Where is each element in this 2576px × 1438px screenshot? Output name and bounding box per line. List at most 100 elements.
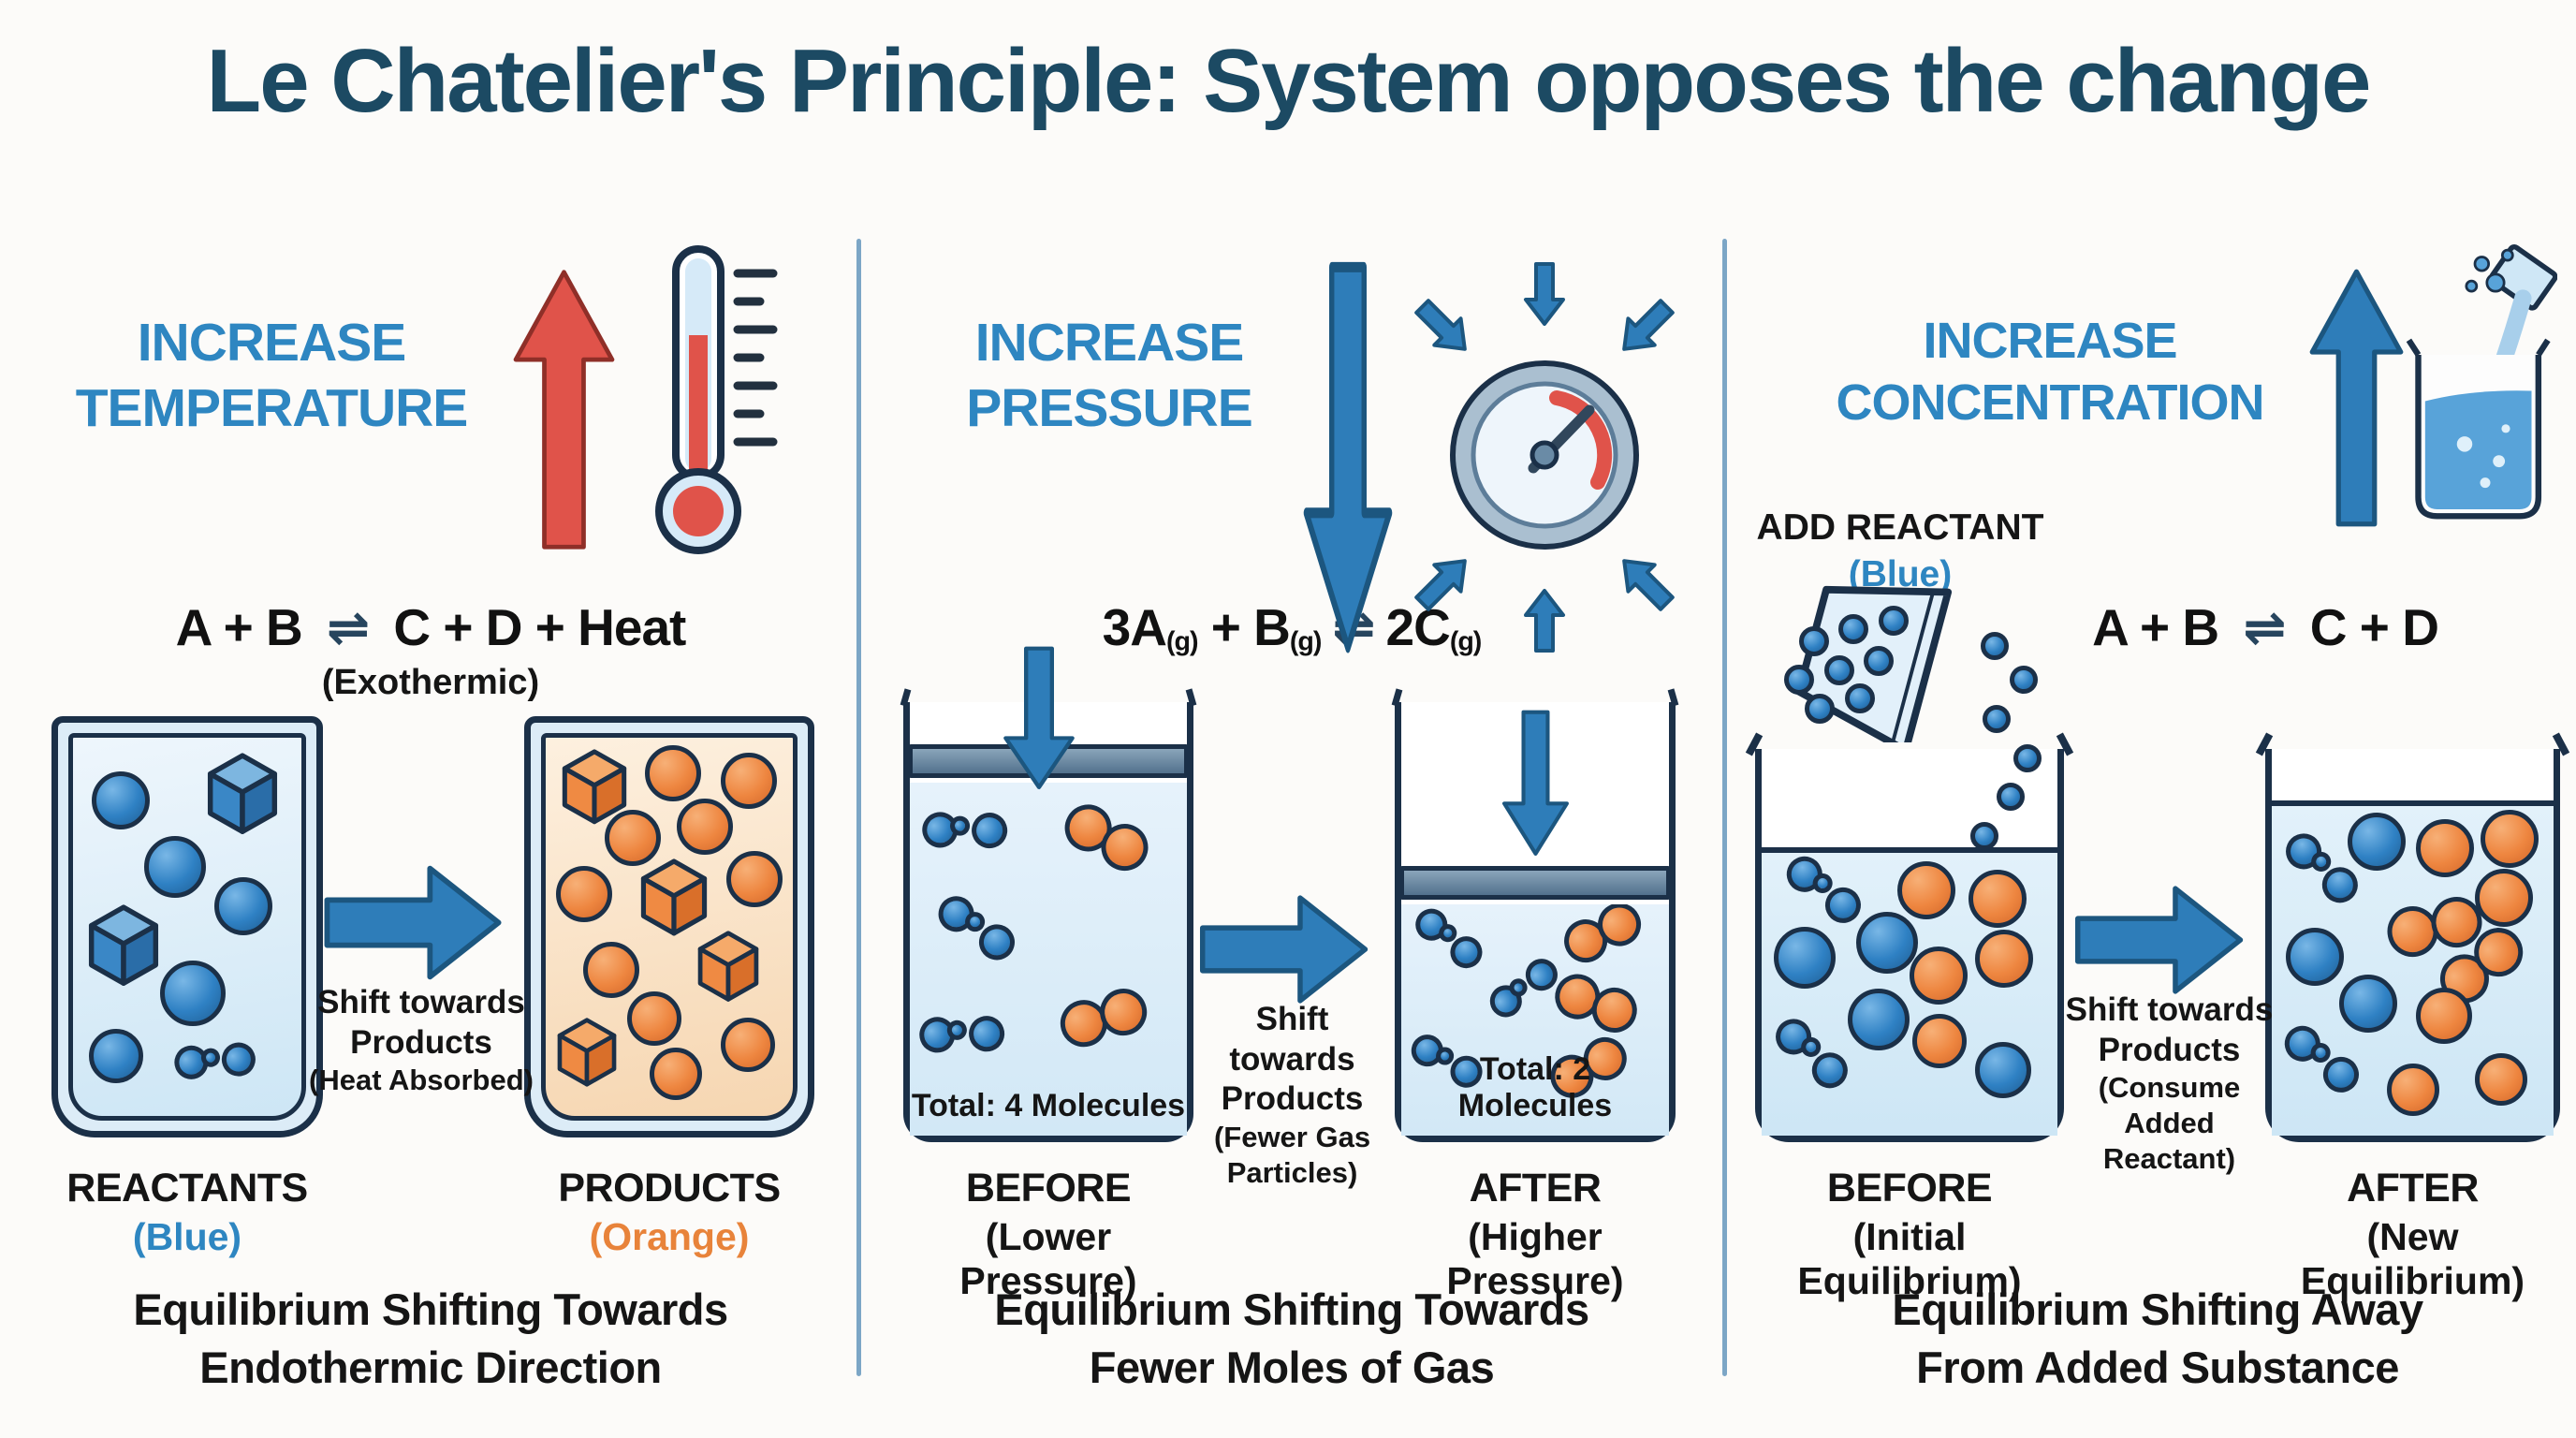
- particle-sphere-orange: [2474, 868, 2533, 927]
- falling-reactant-stream: [1952, 632, 2055, 875]
- before-sublabel: (Initial Equilibrium): [1797, 1215, 2022, 1302]
- particle-sphere-blue: [2013, 743, 2042, 772]
- reactants-liquid: [68, 733, 306, 1121]
- particle-sphere-blue: [1856, 912, 1919, 975]
- heading-line2: TEMPERATURE: [75, 377, 469, 438]
- heading-line1: INCREASE: [137, 313, 407, 373]
- after-label: AFTER: [2347, 1166, 2479, 1211]
- particle-sphere-orange: [582, 942, 639, 999]
- before-liquid: [1762, 847, 2057, 1136]
- particle-cube-orange: [561, 749, 628, 825]
- particle-sphere-orange: [1969, 870, 2027, 929]
- particle-sphere-orange: [676, 798, 733, 855]
- particle-sphere-orange: [725, 851, 783, 908]
- shift-line2: Products: [1221, 1080, 1364, 1118]
- reactants-beaker: [51, 716, 323, 1137]
- after-sublabel: (Higher Pressure): [1446, 1215, 1624, 1302]
- heading-line1: INCREASE: [974, 313, 1245, 373]
- equation-term: + B: [1197, 598, 1291, 656]
- products-beaker: [524, 716, 814, 1137]
- piston-push-arrow-before-icon: [1003, 646, 1075, 789]
- particle-chain-blue: [914, 996, 1011, 1075]
- after-pressure-container: Total: 2 Molecules: [1395, 702, 1676, 1142]
- particle-chain-blue: [1764, 1013, 1862, 1096]
- pressure-down-arrow-icon: [1303, 261, 1393, 653]
- particle-sphere-blue: [214, 877, 273, 936]
- particle-sphere-blue: [1847, 988, 1910, 1050]
- add-reactant-label: ADD REACTANT (Blue): [1755, 507, 2045, 595]
- particle-sphere-blue: [89, 1029, 144, 1084]
- before-total-label: Total: 4 Molecules: [911, 1088, 1186, 1123]
- shift-label: Shift towards Products (Heat Absorbed): [304, 983, 538, 1098]
- particle-sphere-blue: [1845, 683, 1875, 714]
- particle-sphere-blue: [1823, 654, 1854, 685]
- shift-right-arrow-icon: [2074, 886, 2244, 994]
- after-beaker: [2265, 749, 2560, 1142]
- particle-sphere-blue: [159, 961, 226, 1027]
- reactants-label-block: REACTANTS (Blue): [51, 1166, 323, 1259]
- particle-cube-blue: [206, 753, 279, 835]
- after-label-block: AFTER (New Equilibrium): [2265, 1166, 2560, 1303]
- concentration-heading: INCREASE CONCENTRATION: [1797, 311, 2303, 434]
- particle-cube-orange: [639, 858, 709, 936]
- heading-line2: CONCENTRATION: [1836, 374, 2265, 431]
- particle-sphere-blue: [1983, 705, 2011, 733]
- before-gas-region: [910, 783, 1187, 1136]
- particle-cube-orange: [696, 931, 760, 1002]
- heading-line2: PRESSURE: [966, 377, 1253, 438]
- particle-sphere-orange: [1912, 1014, 1968, 1069]
- piston-bar: [1399, 866, 1671, 900]
- shift-right-arrow-icon: [1199, 895, 1368, 1004]
- after-liquid: [2272, 800, 2554, 1136]
- panel-temperature: INCREASE TEMPERATURE A + B ⇌ C + D + Hea…: [28, 234, 833, 1414]
- particle-sphere-orange: [605, 809, 662, 866]
- temperature-up-arrow-icon: [513, 270, 615, 550]
- pressure-caption: Equilibrium Shifting Towards Fewer Moles…: [885, 1281, 1699, 1397]
- particle-sphere-orange: [1897, 861, 1956, 920]
- particle-dimer-orange: [1056, 796, 1157, 880]
- particle-sphere-blue: [1838, 613, 1869, 644]
- particle-chain-blue: [917, 792, 1014, 869]
- pressure-gauge-icon: [1414, 262, 1675, 653]
- heading-line1: INCREASE: [1923, 313, 2177, 369]
- shift-line1: Shift towards: [1229, 1001, 1355, 1078]
- particle-sphere-orange: [555, 866, 612, 923]
- particle-sphere-blue: [1864, 645, 1895, 676]
- before-label-block: BEFORE (Initial Equilibrium): [1755, 1166, 2064, 1303]
- products-label-block: PRODUCTS (Orange): [524, 1166, 814, 1259]
- concentration-equation: A + B ⇌ C + D: [1984, 597, 2546, 657]
- shift-line1: Shift towards: [317, 984, 525, 1020]
- particle-sphere-orange: [2474, 1053, 2527, 1106]
- particle-sphere-blue: [1980, 632, 2009, 660]
- particle-sphere-orange: [721, 1017, 776, 1072]
- reactants-label: REACTANTS: [66, 1166, 308, 1211]
- particle-sphere-blue: [1783, 665, 1814, 695]
- shift-note: (Fewer Gas Particles): [1213, 1121, 1371, 1189]
- pouring-beaker-icon: [2406, 244, 2557, 520]
- particle-sphere-blue: [143, 836, 206, 899]
- particle-sphere-blue: [2009, 666, 2038, 695]
- before-sublabel: (Lower Pressure): [959, 1215, 1137, 1302]
- piston-push-arrow-after-icon: [1502, 710, 1569, 856]
- concentration-caption: Equilibrium Shifting Away From Added Sub…: [1755, 1281, 2560, 1397]
- particle-sphere-orange: [2480, 809, 2539, 868]
- caption-line2: From Added Substance: [1916, 1343, 2399, 1393]
- after-label: AFTER: [1469, 1166, 1602, 1211]
- particle-sphere-blue: [2339, 974, 2398, 1033]
- after-total-label: Total: 2 Molecules: [1457, 1051, 1613, 1123]
- before-label: BEFORE: [1826, 1166, 1993, 1211]
- add-reactant-text: ADD REACTANT: [1756, 507, 2044, 548]
- particle-sphere-orange: [649, 1048, 702, 1101]
- gas-subscript: (g): [1289, 626, 1323, 657]
- particle-chain-blue: [1406, 904, 1493, 975]
- before-label: BEFORE: [965, 1166, 1132, 1211]
- equation-note: (Exothermic): [321, 663, 540, 702]
- particle-sphere-blue: [1997, 783, 2026, 812]
- particle-chain-blue: [2274, 1020, 2370, 1099]
- panel-divider-right: [1722, 239, 1727, 1376]
- particle-sphere-blue: [1773, 926, 1836, 989]
- shift-label: Shift towards Products (Fewer Gas Partic…: [1192, 1000, 1393, 1191]
- caption-line1: Equilibrium Shifting Away: [1892, 1284, 2423, 1334]
- equation-term: 2C: [1385, 598, 1451, 656]
- caption-line2: Endothermic Direction: [199, 1343, 662, 1393]
